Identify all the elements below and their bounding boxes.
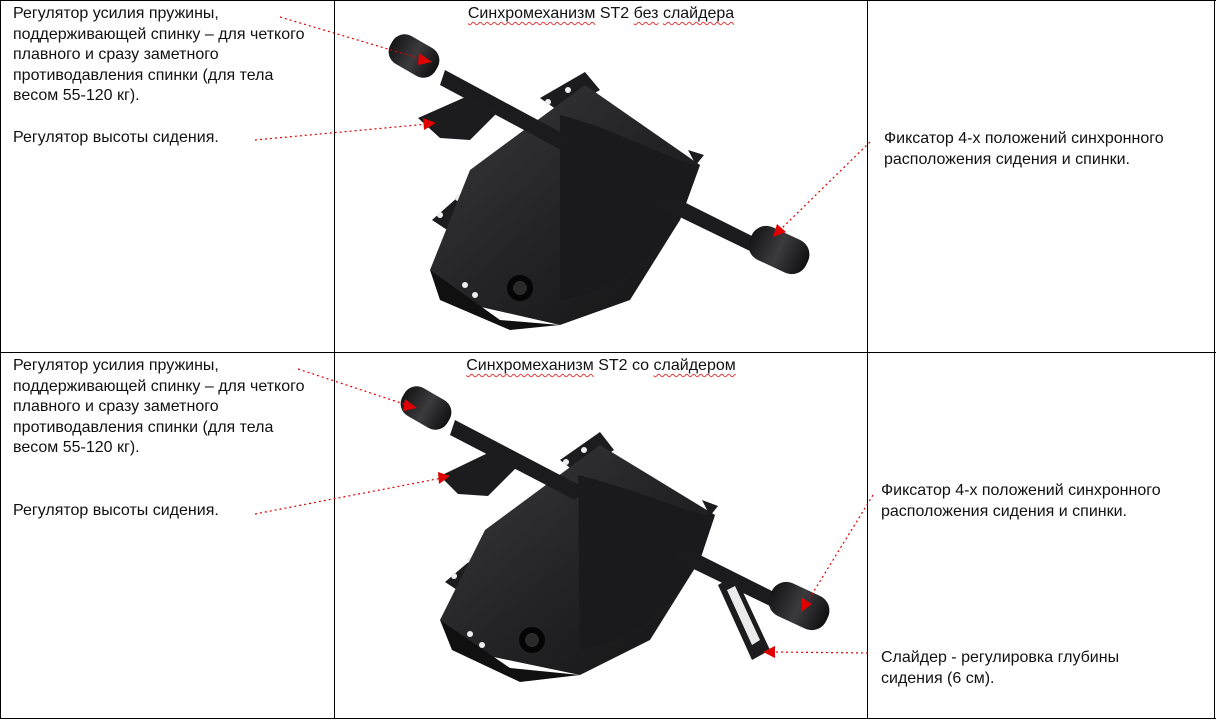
row1-title-word-4: слайдера	[662, 5, 735, 22]
table-border-bottom	[0, 718, 1216, 719]
row1-title: Синхромеханизм ST2 без слайдера	[335, 4, 867, 24]
row1-lock-label: Фиксатор 4-х положений синхронного распо…	[884, 130, 1164, 168]
row2-title-word-3: со	[632, 357, 650, 374]
table-border-right	[1214, 0, 1215, 719]
mechanism-without-slider-image	[388, 34, 810, 330]
row1-title-word-1: Синхромеханизм	[467, 5, 596, 22]
table-border-middle	[0, 352, 1216, 353]
row2-spring-regulator-label: Регулятор усилия пружины, поддерживающей…	[13, 357, 305, 456]
row2-slider-label: Слайдер - регулировка глубины сидения (6…	[881, 649, 1120, 687]
row1-height-regulator-label: Регулятор высоты сидения.	[13, 129, 219, 146]
mechanism-with-slider-image	[400, 386, 830, 682]
table-column-divider-1	[334, 0, 335, 719]
table-border-left	[0, 0, 1, 719]
pointer-arrowheads	[403, 53, 812, 658]
table-column-divider-2	[867, 0, 868, 719]
pointer-lines	[254, 16, 874, 654]
row1-spring-regulator-label: Регулятор усилия пружины, поддерживающей…	[13, 5, 305, 104]
table-border-top	[0, 0, 1216, 1]
row2-title-word-1: Синхромеханизм	[466, 357, 594, 374]
row2-title-word-2: ST2	[598, 357, 628, 374]
row2-title: Синхромеханизм ST2 со слайдером	[335, 356, 867, 376]
row2-title-word-4: слайдером	[653, 357, 736, 374]
row1-title-word-3: без	[633, 5, 659, 22]
row1-title-word-2: ST2	[599, 5, 630, 22]
row2-height-regulator-label: Регулятор высоты сидения.	[13, 502, 219, 519]
row2-lock-label: Фиксатор 4-х положений синхронного распо…	[881, 482, 1161, 520]
